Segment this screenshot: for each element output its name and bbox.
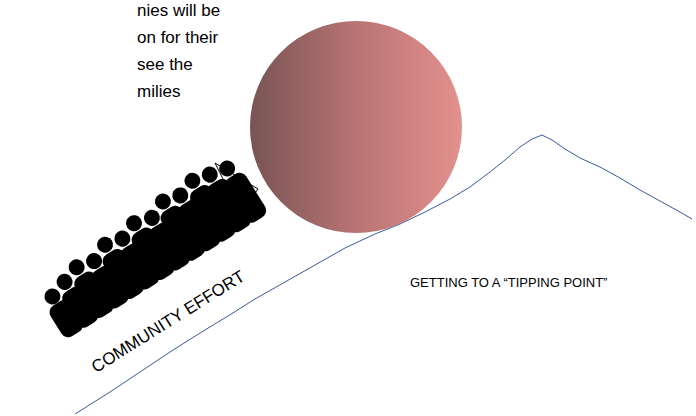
- tipping-point-caption: GETTING TO A “TIPPING POINT”: [410, 275, 607, 291]
- cropped-text-line: see the: [137, 55, 193, 75]
- cropped-text-line: nies will be: [137, 1, 220, 21]
- cropped-text-line: milies: [137, 82, 180, 102]
- crowd-silhouette: [25, 149, 269, 341]
- ball: [250, 21, 462, 233]
- cropped-text-line: on for their: [137, 28, 218, 48]
